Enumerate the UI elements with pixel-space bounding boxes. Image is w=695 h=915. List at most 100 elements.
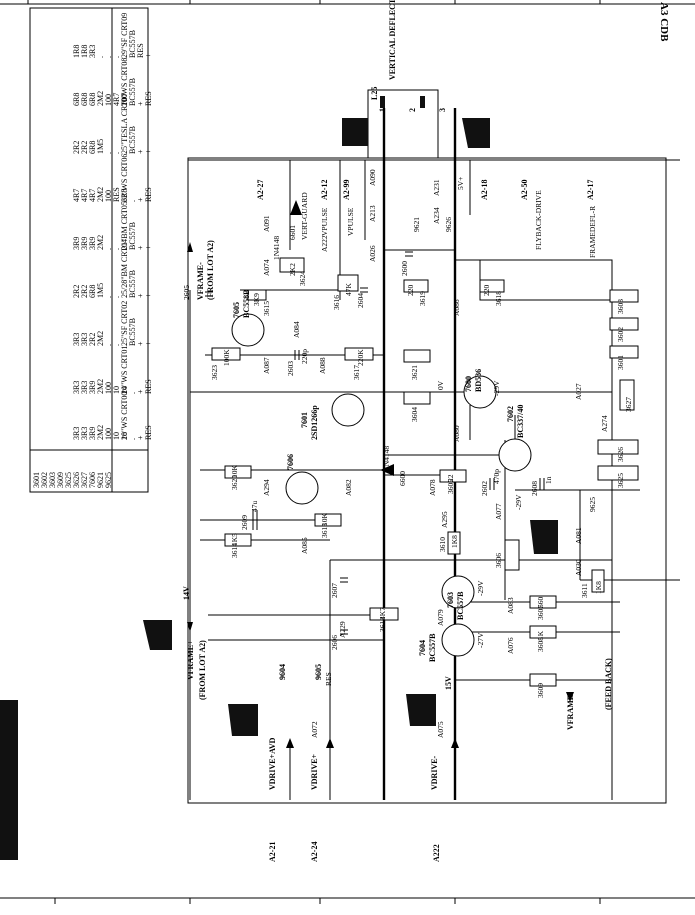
net-a077: A077 [494,503,503,520]
transistor-7605 [231,313,265,347]
net-a081: A081 [574,527,583,544]
resistor-3616 [337,274,359,292]
minus27: -27V [476,632,485,648]
diode-6600 [380,464,394,476]
capacitor-2606 [340,629,348,635]
from-lot-bot: (FROM LOT A2) [198,640,207,700]
r3623-label: 3623 [210,365,219,380]
t7601-type: 2SD1266p [310,405,319,440]
framedefl-r: FRAMEDEFL-R [588,205,597,258]
part-value-9625-3: + [144,293,153,298]
r3607-val: 560 [536,596,545,608]
c2600-label: 2600 [400,261,409,276]
resistor-3611 [591,569,605,593]
pin-1: 1 [378,108,387,112]
r3613-val: 10K [320,513,329,526]
r3616-label: 3616 [332,295,341,310]
t7603-type: BC557B [456,591,465,620]
r3621-label: 3621 [410,365,419,380]
r3618-val: 220 [482,284,491,296]
flag-marker [143,620,172,650]
resistor-3627 [619,379,635,411]
transistor-7603 [441,575,475,609]
part-value-9625-1: RES [144,379,153,394]
capacitor-2608 [539,478,545,490]
resistor-3605 [439,469,467,483]
conn-a2-50: A2-50 [520,179,529,200]
c2608-label: 2608 [530,481,539,496]
r3606-label: 3606 [494,553,503,568]
net-a213: A213 [368,205,377,222]
c2607-label: 2607 [330,583,339,598]
net-a075: A075 [436,721,445,738]
t7604-type: BC557B [428,633,437,662]
diode-6601-label: 6601 [288,225,297,240]
t7605-label: 7605 [232,302,241,318]
t7606-label: 7606 [286,454,295,470]
r3610-val: 1K8 [450,535,459,548]
parts-value-table [29,7,149,493]
r3617-val: 220K [356,349,365,366]
c2602-label: 2602 [480,481,489,496]
net-a231: A231 [432,179,441,196]
j9605-label: 9605 [314,664,323,680]
net-a079: A079 [436,609,445,626]
zero-v: 0V [436,380,445,390]
vdrive-avd-label: VDRIVE+AVD [268,737,277,790]
r3617-label: 3617 [352,365,361,380]
part-value-9625-7: RES [144,91,153,106]
capacitor-2604 [360,287,368,293]
t7600-label: 7600 [464,376,473,392]
vdrive-plus-label: VDRIVE+ [310,753,319,790]
v14-label: 14V [182,586,191,600]
r3603-label: 3603 [616,299,625,314]
c2603-val: 220p [300,349,309,364]
j9621-label: 9621 [412,217,421,232]
t7605-type: BC558B [242,289,251,318]
net-a088: A088 [318,357,327,374]
c2609-label: 2609 [240,515,249,530]
feed-back-label: (FEED BACK) [604,658,613,710]
transistor-7602 [498,438,532,472]
r3619-val: 220 [406,284,415,296]
part-value-9625-0: RES [144,425,153,440]
net-a082: A082 [344,479,353,496]
resistor-3617 [344,347,374,361]
t7602-label: 7602 [506,406,515,422]
minus29-a: -29V [492,380,501,396]
capacitor-2603 [294,350,300,360]
resistor-3614 [224,533,252,547]
resistor-3608 [529,625,557,639]
resistor-3602 [609,317,639,331]
net-a030: A030 [574,559,583,576]
t7603-label: 7603 [446,592,455,608]
resistor-3618 [479,279,505,293]
corner-logo-block [0,700,18,860]
t7600-type: BD536 [474,368,483,392]
flag-marker [228,704,258,736]
diode-6600-label: 6600 [398,471,407,486]
r3615-label: 3615 [262,301,271,316]
resistor-3609 [529,673,557,687]
net-a294: A294 [262,479,271,496]
resistor-3623 [211,347,241,361]
net-a080: A080 [452,425,461,442]
transistor-7606 [285,471,319,505]
vert-guard: VERT-GUARD [300,192,309,240]
transistor-7601 [331,393,365,427]
part-value-9625-2: + [144,341,153,346]
j9626-label: 9626 [444,217,453,232]
r3618-label: 3618 [494,291,503,306]
resistor-3620 [224,465,252,479]
v15-label: 15V [444,676,453,690]
net-a222: A222 [320,235,329,252]
r3611-val: 1K8 [594,581,603,594]
conn-a2-21: A2-21 [268,841,277,862]
net-a085: A085 [300,537,309,554]
net-a027: A027 [574,383,583,400]
r3611-label: 3611 [580,583,589,598]
conn-a2-22: A222 [432,844,441,862]
flyback-drive: FLYBACK-DRIVE [534,190,543,250]
net-a295: A295 [440,511,449,528]
